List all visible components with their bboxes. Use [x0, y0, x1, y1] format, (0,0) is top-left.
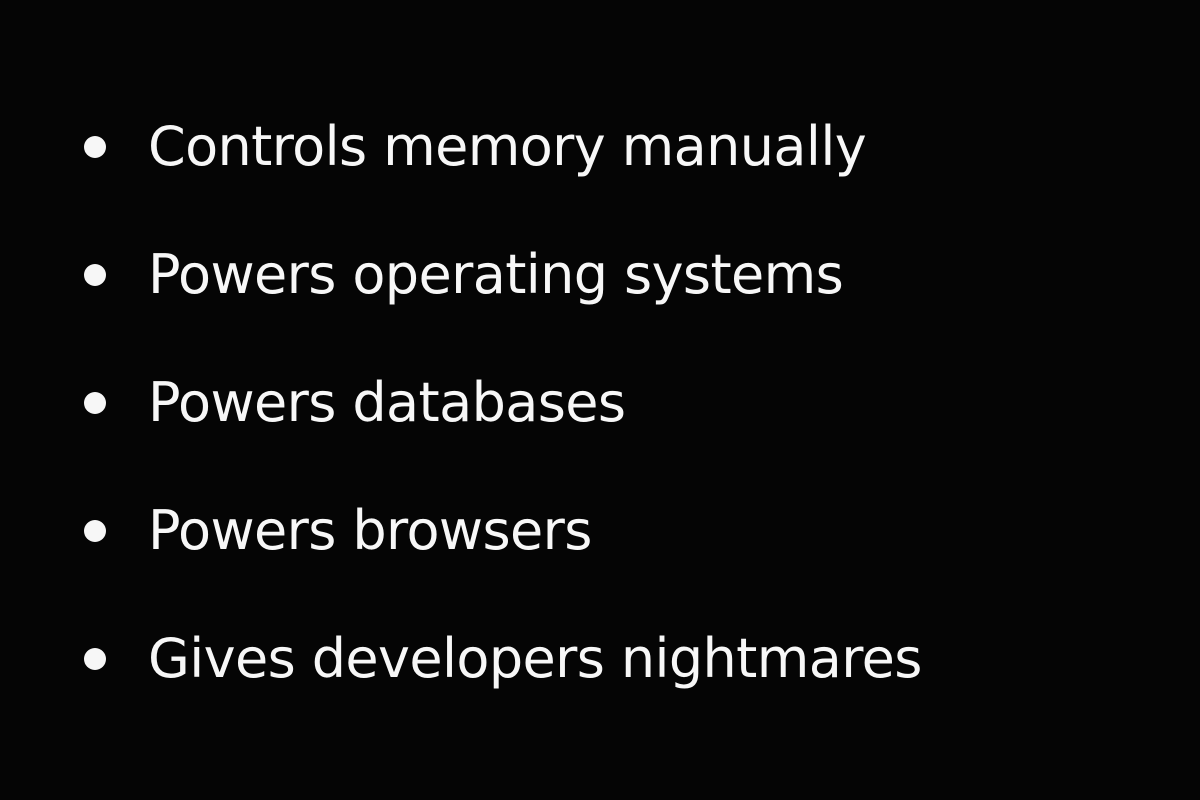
bullet-text: Powers browsers	[148, 499, 592, 562]
bullet-item: Powers databases	[84, 364, 1164, 442]
bullet-dot-icon	[84, 264, 106, 286]
bullet-text: Powers operating systems	[148, 243, 844, 306]
bullet-dot-icon	[84, 648, 106, 670]
bullet-dot-icon	[84, 136, 106, 158]
bullet-text: Powers databases	[148, 371, 626, 434]
bullet-text: Controls memory manually	[148, 115, 867, 178]
bullet-list: Controls memory manually Powers operatin…	[84, 108, 1164, 698]
bullet-item: Powers browsers	[84, 492, 1164, 570]
bullet-dot-icon	[84, 520, 106, 542]
bullet-item: Controls memory manually	[84, 108, 1164, 186]
bullet-dot-icon	[84, 392, 106, 414]
bullet-item: Powers operating systems	[84, 236, 1164, 314]
bullet-text: Gives developers nightmares	[148, 627, 922, 690]
bullet-item: Gives developers nightmares	[84, 620, 1164, 698]
